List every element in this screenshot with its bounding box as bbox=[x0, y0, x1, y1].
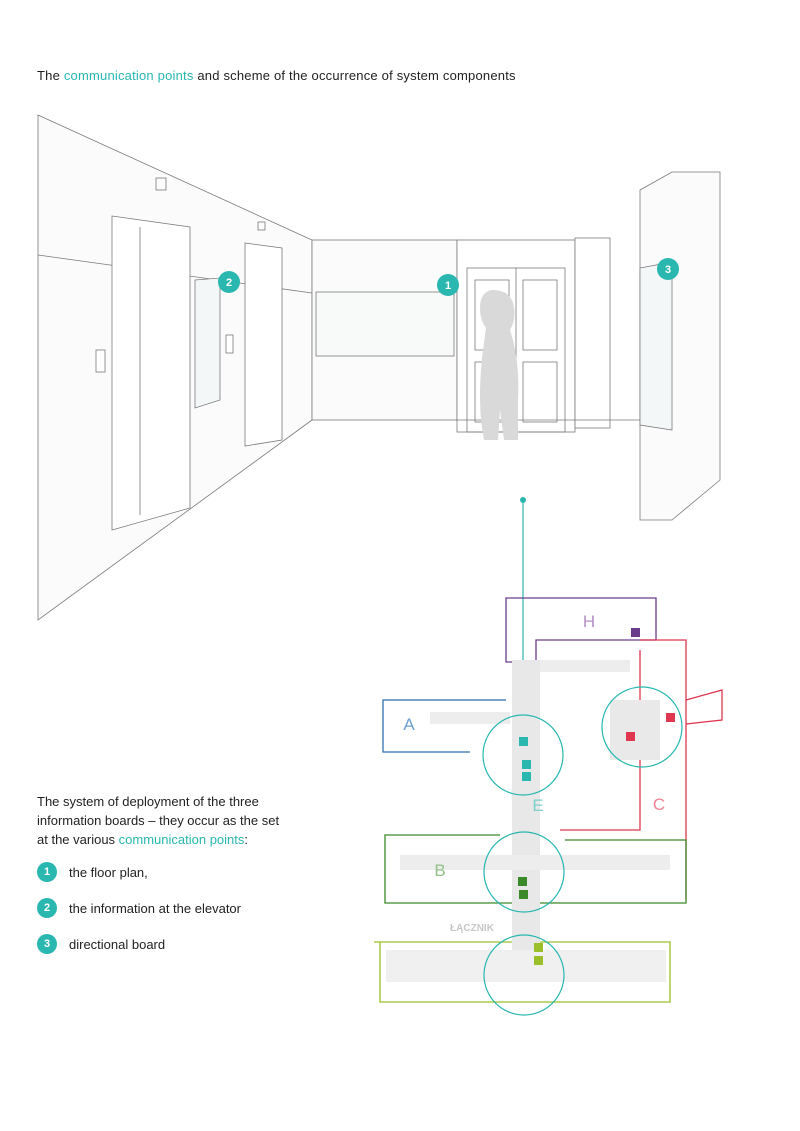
zone-h-label: H bbox=[583, 612, 595, 631]
legend-item-floor-plan: 1 the floor plan, bbox=[37, 862, 241, 882]
zone-a-label: A bbox=[403, 715, 415, 734]
zone-b-label: B bbox=[434, 861, 445, 880]
zone-lacznik-outline bbox=[374, 941, 671, 1003]
number-badge: 3 bbox=[37, 934, 57, 954]
svg-text:2: 2 bbox=[226, 277, 232, 289]
legend-item-elevator-info: 2 the information at the elevator bbox=[37, 898, 241, 918]
zone-e-label: E bbox=[532, 796, 543, 815]
zone-c-label: C bbox=[653, 795, 665, 814]
marker-3: 3 bbox=[657, 258, 679, 280]
svg-text:3: 3 bbox=[665, 264, 671, 276]
number-badge: 2 bbox=[37, 898, 57, 918]
description: The system of deployment of the three in… bbox=[37, 794, 280, 847]
number-badge: 1 bbox=[37, 862, 57, 882]
legend-item-directional-board: 3 directional board bbox=[37, 934, 241, 954]
marker-1: 1 bbox=[437, 274, 459, 296]
legend-label: the floor plan, bbox=[69, 864, 148, 880]
legend-label: the information at the elevator bbox=[69, 900, 241, 916]
zone-a-outline bbox=[382, 699, 506, 753]
legend-label: directional board bbox=[69, 936, 166, 952]
page-title: The communication points and scheme of t… bbox=[37, 68, 516, 83]
floor-plan bbox=[374, 597, 723, 1003]
title-accent: communication points bbox=[63, 68, 194, 83]
zone-h-outline bbox=[505, 597, 657, 663]
zone-c-outline bbox=[640, 639, 687, 900]
legend: 1 the floor plan, 2 the information at t… bbox=[37, 862, 241, 970]
zone-lacznik-label: ŁĄCZNIK bbox=[450, 923, 495, 934]
svg-text:1: 1 bbox=[445, 280, 451, 292]
marker-2: 2 bbox=[218, 271, 240, 293]
lobby-drawing bbox=[37, 114, 721, 621]
communication-points bbox=[482, 686, 683, 1016]
